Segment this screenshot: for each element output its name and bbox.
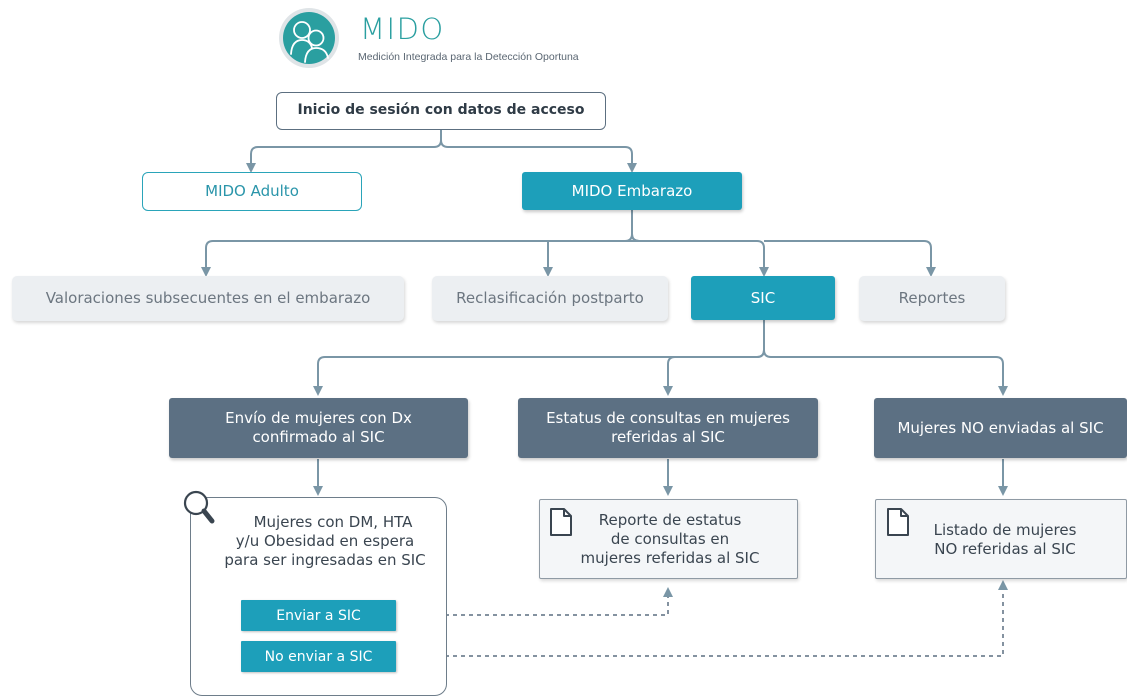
reclasificacion-node[interactable]: Reclasificación postparto — [432, 276, 668, 321]
login-node: Inicio de sesión con datos de acceso — [276, 92, 606, 130]
espera-line2: y/u Obesidad en espera — [235, 531, 415, 550]
listado-panel — [875, 499, 1127, 579]
no-enviar-button[interactable]: No enviar a SIC — [241, 641, 396, 672]
logo: MIDO Medición Integrada para la Detecció… — [272, 6, 632, 70]
listado-text: Listado de mujeres NO referidas al SIC — [905, 521, 1105, 559]
envio-line2: confirmado al SIC — [252, 428, 385, 446]
no-enviadas-node[interactable]: Mujeres NO enviadas al SIC — [874, 398, 1127, 458]
listado-line2: NO referidas al SIC — [934, 539, 1076, 558]
sic-node[interactable]: SIC — [691, 276, 835, 320]
envio-node[interactable]: Envío de mujeres con Dx confirmado al SI… — [169, 398, 468, 458]
magnifier-icon — [183, 490, 215, 524]
logo-emblem-icon — [279, 8, 339, 68]
listado-line1: Listado de mujeres — [933, 521, 1077, 539]
espera-line3: para ser ingresadas en SIC — [224, 550, 426, 569]
reporte-line3: mujeres referidas al SIC — [580, 548, 760, 567]
reporte-text: Reporte de estatus de consultas en mujer… — [560, 511, 780, 567]
estatus-line1: Estatus de consultas en mujeres — [546, 409, 790, 428]
reporte-line1: Reporte de estatus — [598, 511, 742, 529]
envio-line1: Envío de mujeres con Dx — [225, 409, 412, 428]
espera-text: Mujeres con DM, HTA y/u Obesidad en espe… — [210, 513, 440, 569]
dashed-link-no-enviar — [397, 580, 1008, 657]
reporte-line2: de consultas en — [610, 529, 730, 548]
espera-line1: Mujeres con DM, HTA — [253, 513, 413, 531]
document-icon — [887, 508, 909, 536]
estatus-line2: referidas al SIC — [611, 428, 725, 446]
reporte-panel — [539, 499, 798, 579]
estatus-node[interactable]: Estatus de consultas en mujeres referida… — [518, 398, 818, 458]
reportes-node[interactable]: Reportes — [859, 276, 1005, 321]
logo-subtitle: Medición Integrada para la Detección Opo… — [358, 51, 579, 63]
dashed-link-enviar — [397, 587, 673, 616]
connector-sic — [313, 320, 765, 396]
enviar-button[interactable]: Enviar a SIC — [241, 600, 396, 631]
connector-login — [246, 130, 442, 173]
valoraciones-node[interactable]: Valoraciones subsecuentes en el embarazo — [12, 276, 404, 321]
mido-embarazo-node[interactable]: MIDO Embarazo — [522, 172, 742, 210]
mido-adulto-node[interactable]: MIDO Adulto — [142, 172, 362, 211]
document-icon — [550, 508, 572, 536]
logo-title: MIDO — [360, 12, 445, 46]
